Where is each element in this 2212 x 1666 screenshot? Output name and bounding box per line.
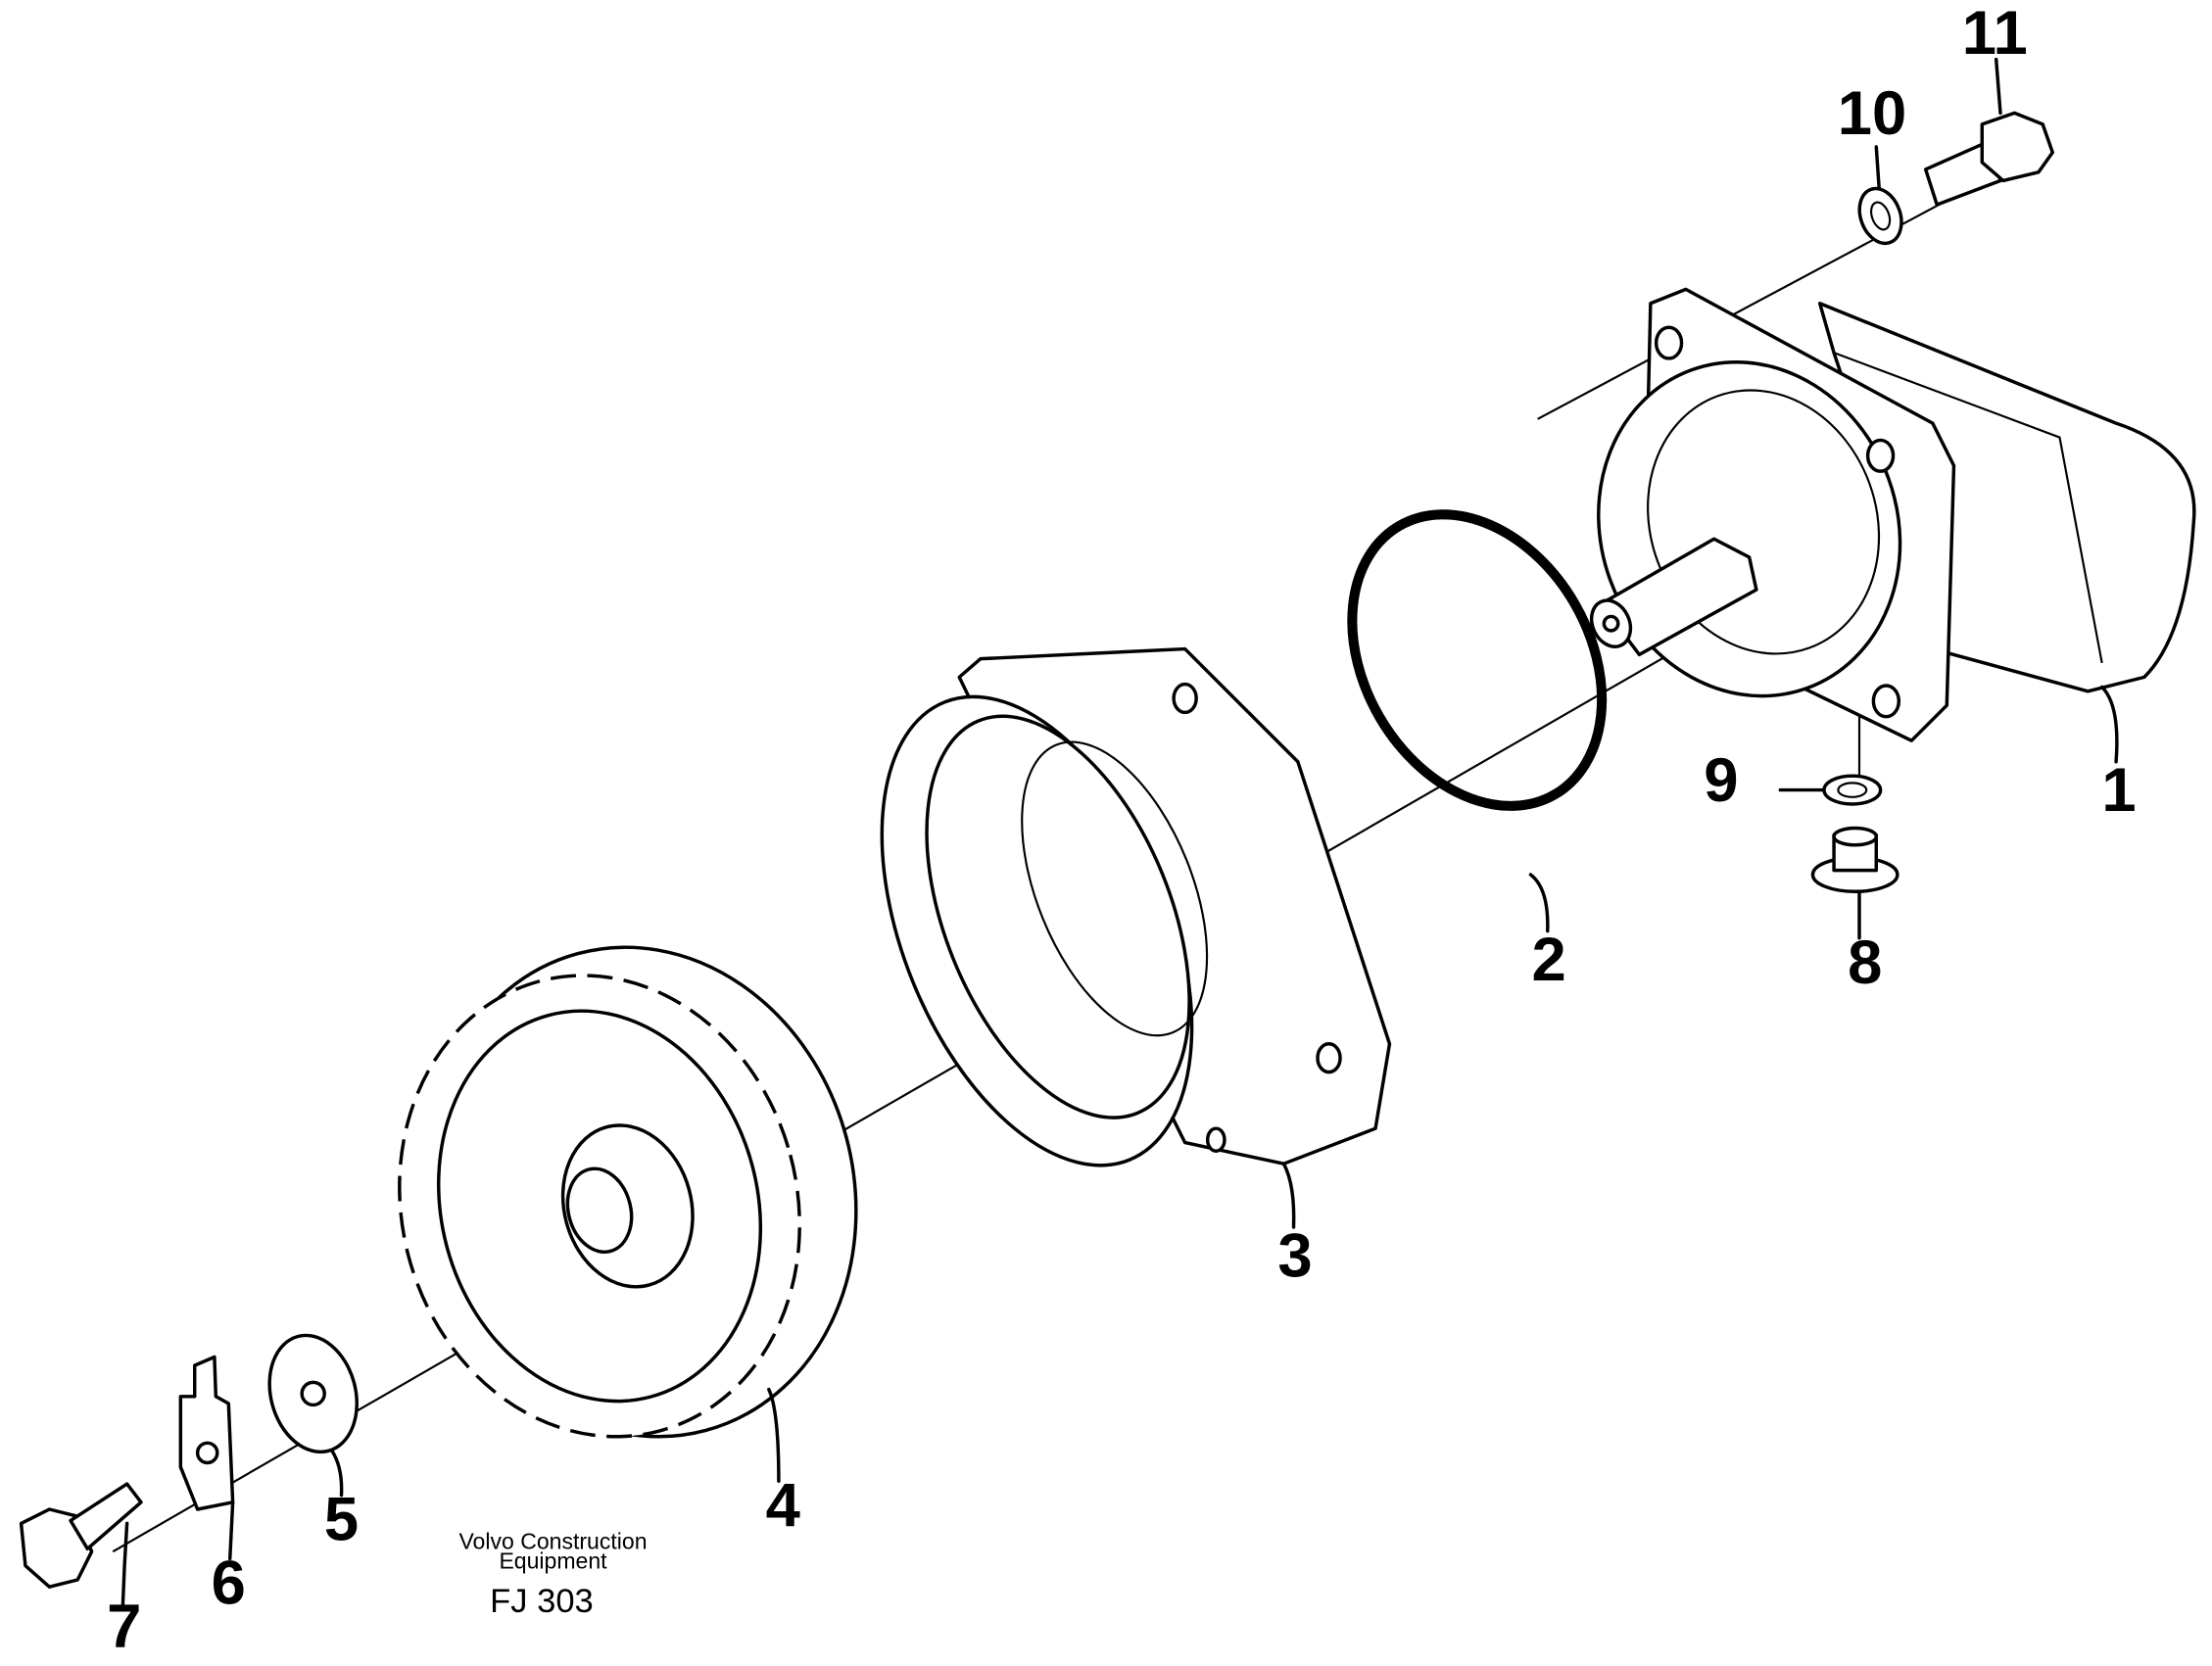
part-8-plug (1810, 826, 1899, 893)
label-9: 9 (1704, 746, 1738, 815)
label-1: 1 (2101, 756, 2136, 825)
label-11: 11 (1962, 0, 2028, 68)
label-2: 2 (1532, 926, 1566, 994)
label-4: 4 (766, 1471, 800, 1540)
company-name-line2: Equipment (499, 1547, 607, 1573)
company-name-line1: Volvo Construction (458, 1528, 647, 1553)
label-5: 5 (324, 1486, 359, 1554)
part-6-lock-plate (178, 1355, 235, 1511)
footer-caption: Volvo Construction Equipment FJ 303 (458, 1528, 647, 1620)
part-5-washer (267, 1333, 359, 1454)
part-labels: 1 2 3 4 5 6 7 8 9 10 11 (107, 0, 2136, 1661)
figure-code: FJ 303 (490, 1583, 594, 1620)
leader-lines (120, 57, 2119, 1610)
part-1-motor-housing (1589, 287, 2196, 742)
label-8: 8 (1848, 928, 1882, 997)
part-2-o-ring (1347, 509, 1608, 811)
part-11-bolt (1923, 111, 2055, 207)
label-6: 6 (212, 1548, 246, 1617)
part-10-washer (1857, 186, 1903, 246)
label-10: 10 (1838, 79, 1906, 148)
label-3: 3 (1277, 1221, 1312, 1290)
part-7-bolt (19, 1482, 143, 1589)
part-4-gear (398, 945, 858, 1439)
part-3-flange (880, 646, 1392, 1167)
part-9-seal-ring (1822, 774, 1883, 806)
label-7: 7 (107, 1593, 141, 1661)
